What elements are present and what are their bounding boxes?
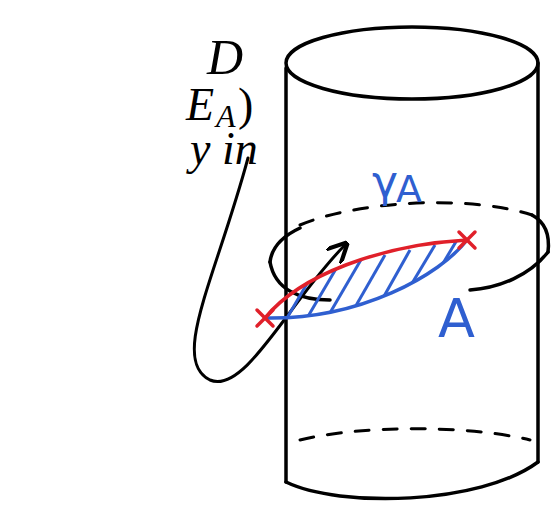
pointer-arrow [194,158,345,382]
cylinder-bottom [286,462,538,499]
math-symbol: D [207,32,243,82]
surface-label: γ [372,160,398,204]
cylinder-left-side [284,68,288,482]
slice-left-edge [270,228,300,262]
slice-right-edge [532,215,548,252]
boundary-region [265,240,467,318]
math-symbol: E [186,82,214,128]
slice-front-right [470,252,548,290]
math-bracket: ) [238,82,253,128]
cylinder-top [286,27,538,99]
surface-subscript: A [396,170,422,208]
minimal-surface [265,240,467,318]
region-label: A [438,292,475,346]
math-text: y in [190,126,258,172]
cylinder-bottom-back [300,429,530,440]
